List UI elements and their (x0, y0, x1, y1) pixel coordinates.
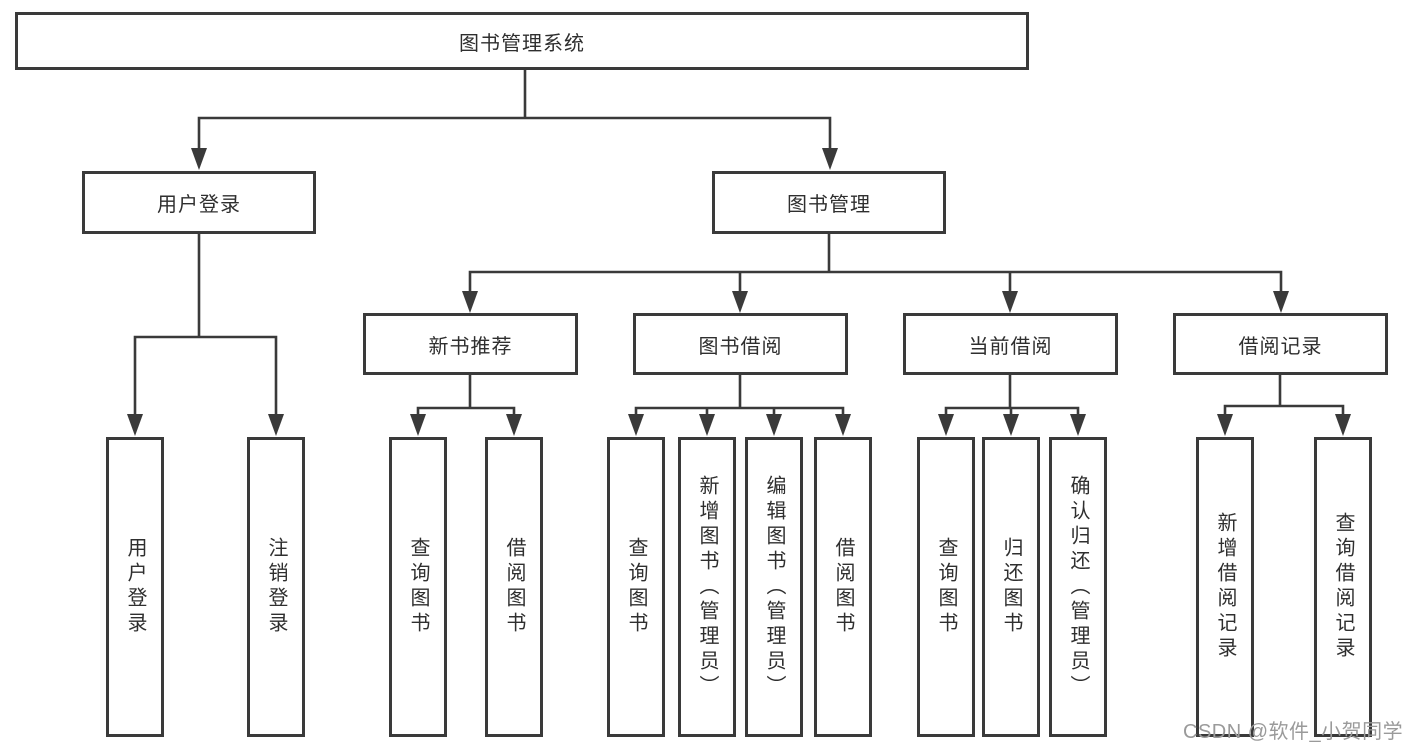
node-library-system: 图书管理系统 (15, 12, 1029, 70)
leaf-add-borrow-record: 新增借阅记录 (1196, 437, 1254, 737)
node-book-management: 图书管理 (712, 171, 946, 234)
arrow-down-icon (1070, 414, 1086, 436)
csdn-watermark: CSDN @软件_小贺同学 (1183, 721, 1404, 743)
arrow-down-icon (732, 291, 748, 313)
leaf-return-books: 归还图书 (982, 437, 1040, 737)
node-borrowing-records: 借阅记录 (1173, 313, 1388, 375)
arrow-down-icon (1273, 291, 1289, 313)
arrow-down-icon (1335, 414, 1351, 436)
node-new-book-recommendation: 新书推荐 (363, 313, 578, 375)
connector-lines (133, 68, 1345, 418)
leaf-user-login: 用户登录 (106, 437, 164, 737)
arrow-down-icon (628, 414, 644, 436)
leaf-edit-books-admin: 编辑图书（管理员） (745, 437, 803, 737)
arrow-down-icon (766, 414, 782, 436)
node-current-borrowing: 当前借阅 (903, 313, 1118, 375)
arrow-down-icon (268, 414, 284, 436)
arrow-down-icon (822, 148, 838, 170)
arrow-down-icon (506, 414, 522, 436)
arrow-down-icon (938, 414, 954, 436)
leaf-borrow-books: 借阅图书 (814, 437, 872, 737)
arrow-down-icon (191, 148, 207, 170)
leaf-logout: 注销登录 (247, 437, 305, 737)
leaf-borrow-books-recommend: 借阅图书 (485, 437, 543, 737)
node-book-borrowing: 图书借阅 (633, 313, 848, 375)
leaf-query-borrow-record: 查询借阅记录 (1314, 437, 1372, 737)
arrow-down-icon (462, 291, 478, 313)
leaf-add-books-admin: 新增图书（管理员） (678, 437, 736, 737)
leaf-query-books-recommend: 查询图书 (389, 437, 447, 737)
arrow-down-icon (835, 414, 851, 436)
node-user-login: 用户登录 (82, 171, 316, 234)
arrowhead-icons (127, 148, 1351, 436)
arrow-down-icon (410, 414, 426, 436)
leaf-confirm-return-admin: 确认归还（管理员） (1049, 437, 1107, 737)
arrow-down-icon (699, 414, 715, 436)
leaf-query-books-borrowing: 查询图书 (607, 437, 665, 737)
leaf-query-books-current: 查询图书 (917, 437, 975, 737)
arrow-down-icon (1217, 414, 1233, 436)
arrow-down-icon (1003, 414, 1019, 436)
arrow-down-icon (1002, 291, 1018, 313)
arrow-down-icon (127, 414, 143, 436)
